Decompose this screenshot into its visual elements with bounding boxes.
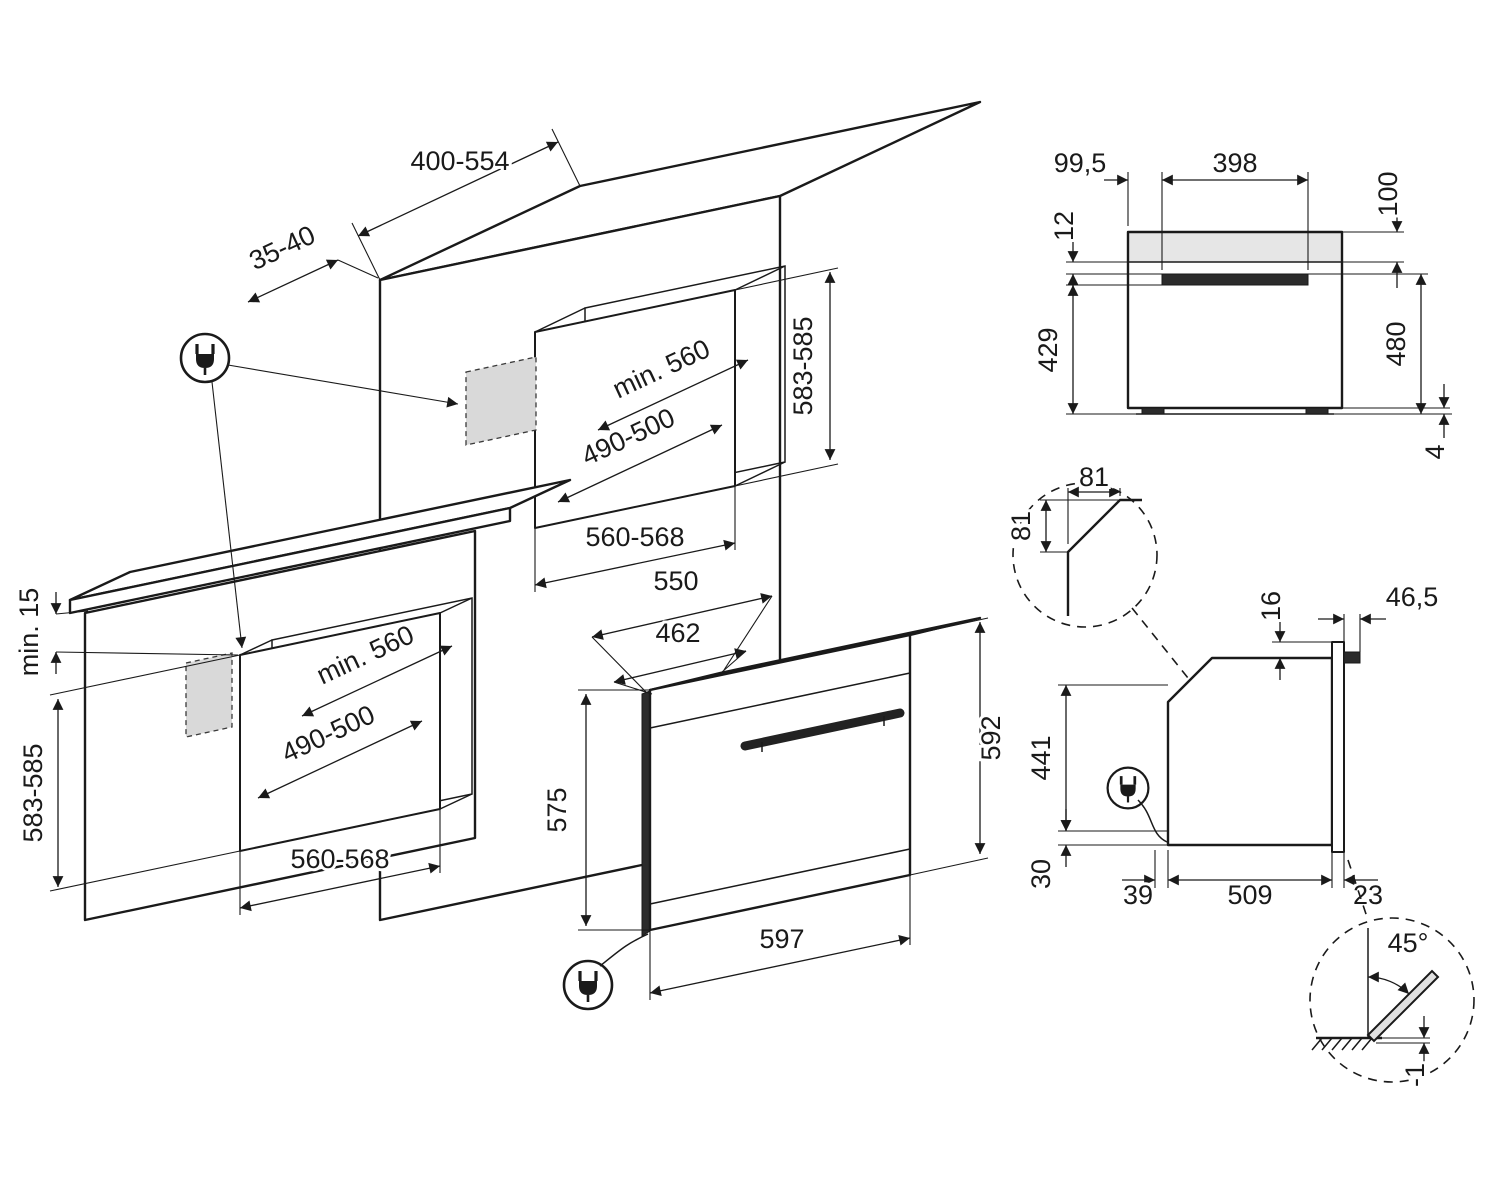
dim-oven-height-front: 592 xyxy=(909,617,1009,876)
oven-front-outline xyxy=(1126,230,1344,410)
dim-plinth: 4 xyxy=(1334,384,1453,463)
dim-label: 100 xyxy=(1373,171,1403,216)
dim-lower-niche-height: 583-585 xyxy=(15,654,241,892)
dim-upper-niche-width: 560-568 xyxy=(534,486,736,592)
dim-label: 583-585 xyxy=(18,743,48,842)
dim-oven-width: 597 xyxy=(649,875,911,1000)
dim-oven-height-rear: 575 xyxy=(539,689,650,931)
control-panel-line xyxy=(649,672,911,729)
dim-label: 400-554 xyxy=(410,146,509,176)
foot-right xyxy=(1305,407,1329,415)
dim-label: 30 xyxy=(1026,859,1056,889)
oven-front-view: 99,5 398 100 12 429 480 xyxy=(1030,145,1453,463)
upper-niche-opening xyxy=(534,289,736,529)
corner-chamfer-detail: 81 81 xyxy=(1003,459,1189,679)
detail-leader xyxy=(1131,607,1189,679)
dim-label: 597 xyxy=(759,924,804,954)
door-angle-detail: 45° -1 xyxy=(1309,859,1475,1090)
dim-upper-niche-height: 583-585 xyxy=(734,267,839,487)
dim-label: 560-568 xyxy=(585,522,684,552)
dim-bottom-clearance: 30 xyxy=(1023,809,1168,892)
dim-label: 4 xyxy=(1420,444,1450,459)
dim-top-recess: 16 xyxy=(1253,588,1332,680)
dim-oven-depth-body: 462 xyxy=(613,615,747,695)
dim-handle-depth: 46,5 xyxy=(1318,579,1441,652)
dim-label: 429 xyxy=(1033,327,1063,372)
detail-circle xyxy=(1309,917,1475,1083)
dim-lower-niche-width: 560-568 xyxy=(239,809,441,915)
dim-label: 509 xyxy=(1227,880,1272,910)
dim-top-gap: 12 xyxy=(1046,208,1162,296)
dim-chamfer-width: 81 xyxy=(1067,459,1121,544)
plug-leader-lower xyxy=(211,381,247,649)
dim-label: 81 xyxy=(1079,462,1109,492)
dim-door-height: 429 xyxy=(1030,284,1162,415)
dim-side-height: 441 xyxy=(1023,684,1168,832)
detail-circle xyxy=(1012,482,1158,628)
dim-oven-depth-total: 550 xyxy=(591,563,773,693)
angle-arc xyxy=(1367,971,1410,995)
dim-label: 39 xyxy=(1123,880,1153,910)
oven-handle xyxy=(740,708,905,751)
cabinet-isometric-view: 400-554 35-40 583-585 min. 560 490-500 xyxy=(11,100,982,922)
detail-leader xyxy=(1347,859,1369,921)
chamfer-profile xyxy=(1066,498,1142,616)
side-handle xyxy=(1343,651,1361,664)
dim-label: 575 xyxy=(542,787,572,832)
dim-label: 592 xyxy=(976,715,1006,760)
side-door xyxy=(1331,641,1345,853)
dim-label: min. 15 xyxy=(14,588,44,677)
dim-label: 16 xyxy=(1256,591,1286,621)
dim-label: 45° xyxy=(1388,928,1429,958)
plug-leader-upper xyxy=(227,364,459,408)
dim-label: 398 xyxy=(1212,148,1257,178)
dim-chamfer-height: 81 xyxy=(1003,499,1120,553)
dim-label: 46,5 xyxy=(1386,582,1439,612)
dim-label: 81 xyxy=(1006,511,1036,541)
dim-label: 441 xyxy=(1026,735,1056,780)
dim-label: 583-585 xyxy=(788,316,818,415)
dim-top-depth: 400-554 xyxy=(351,128,581,281)
dim-counter-gap: min. 15 xyxy=(11,585,239,679)
oven-isometric-view: 550 462 575 592 597 xyxy=(539,563,1009,1011)
handle-mounts xyxy=(761,716,885,752)
oven-side-view: 16 46,5 441 30 39 509 xyxy=(1023,579,1441,913)
dim-label: 462 xyxy=(655,618,700,648)
side-body xyxy=(1166,656,1334,847)
dim-floor-clearance: -1 xyxy=(1376,1016,1433,1090)
open-door-slab xyxy=(1366,969,1440,1043)
oven-handle xyxy=(1161,273,1309,286)
dim-handle-offset-and-width: 99,5 398 xyxy=(1051,145,1309,270)
dim-label: 12 xyxy=(1049,211,1079,241)
dim-body-height: 480 xyxy=(1308,273,1452,415)
dim-depth-chain: 39 509 23 xyxy=(1120,850,1386,913)
power-plug-icon xyxy=(562,959,614,1011)
dim-label: 480 xyxy=(1381,321,1411,366)
dim-label: 560-568 xyxy=(290,844,389,874)
dim-label: -1 xyxy=(1400,1063,1430,1087)
power-plug-icon xyxy=(179,332,231,384)
power-plug-icon xyxy=(1106,766,1150,810)
foot-left xyxy=(1141,407,1165,415)
control-panel-band xyxy=(1128,232,1342,262)
dim-rear-gap: 35-40 xyxy=(242,217,379,303)
upper-connection-area xyxy=(465,356,537,446)
power-cable xyxy=(1137,799,1168,843)
power-cable xyxy=(599,933,649,967)
floor-hatch xyxy=(1311,1037,1373,1051)
dim-label: 23 xyxy=(1353,880,1383,910)
worktop-front-edge xyxy=(68,506,512,615)
lower-connection-area xyxy=(185,652,233,738)
dim-label: 550 xyxy=(653,566,698,596)
door-bottom-line xyxy=(649,848,911,905)
dim-label: 99,5 xyxy=(1054,148,1107,178)
dim-panel-height: 100 xyxy=(1342,168,1406,288)
dim-label: 35-40 xyxy=(245,220,320,276)
